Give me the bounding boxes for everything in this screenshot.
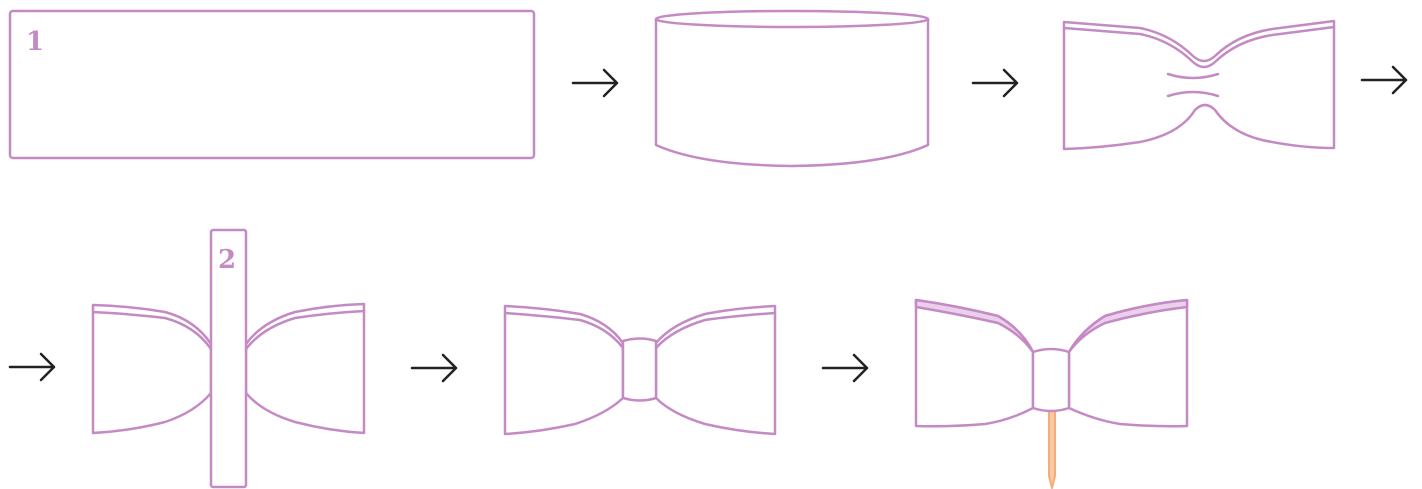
right-arrow-icon [8,352,56,382]
right-arrow-icon [821,353,869,383]
step-loop-band [654,9,930,168]
step-2-bow-with-strip [91,228,366,489]
step-1-flat-strip [8,9,536,160]
step-1-label: 1 [26,27,44,57]
step-pinched-bow [1062,19,1336,151]
step-finished-bow-on-stick [914,298,1189,489]
right-arrow-icon [971,68,1019,98]
right-arrow-icon [571,68,619,98]
right-arrow-icon [1360,65,1408,95]
step-2-label: 2 [218,245,236,275]
step-bow-with-knot [503,304,777,436]
right-arrow-icon [410,353,458,383]
